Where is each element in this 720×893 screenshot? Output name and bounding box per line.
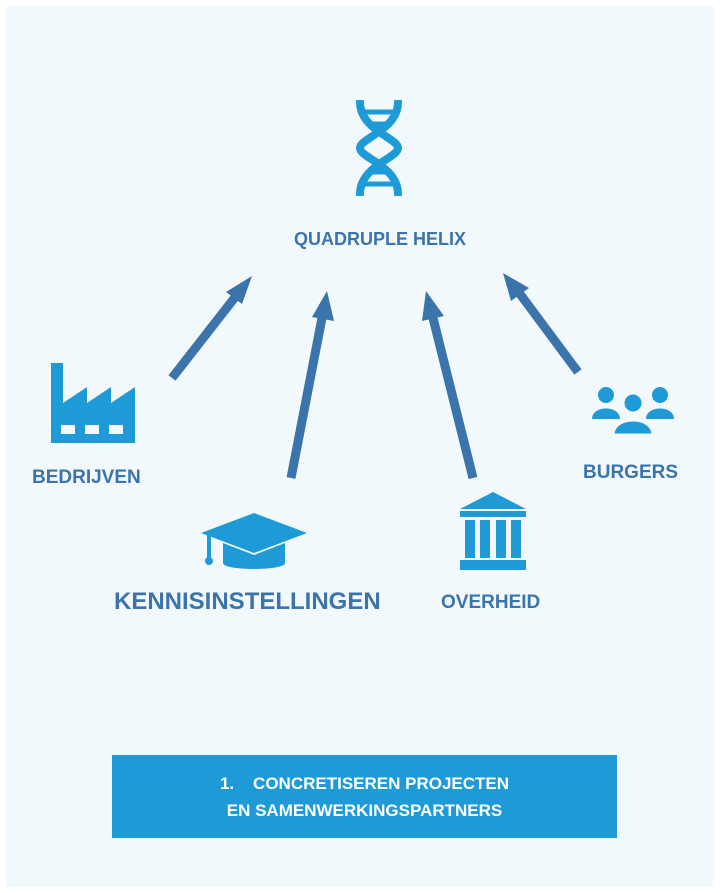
arrow-overheid (422, 291, 478, 480)
overheid-label: OVERHEID (441, 592, 541, 613)
arrow-burgers (503, 273, 582, 375)
people-group-icon (592, 387, 674, 435)
step-title-line2: EN SAMENWERKINGSPARTNERS (226, 800, 503, 820)
step-line-1: 1. CONCRETISEREN PROJECTEN (220, 770, 509, 797)
graduation-cap-icon (201, 513, 307, 569)
kennisinstellingen-label: KENNISINSTELLINGEN (114, 588, 381, 615)
burgers-label: BURGERS (583, 462, 679, 483)
step-number: 1. (219, 773, 235, 793)
bedrijven-label: BEDRIJVEN (32, 467, 141, 488)
arrow-kennisinstellingen (286, 291, 334, 479)
factory-icon (51, 363, 135, 443)
center-label: QUADRUPLE HELIX (293, 229, 466, 249)
step-title-line1: CONCRETISEREN PROJECTEN (253, 773, 510, 793)
government-building-icon (460, 492, 526, 570)
dna-icon (355, 100, 403, 196)
arrow-bedrijven (168, 276, 252, 381)
step-box: 1. CONCRETISEREN PROJECTEN EN SAMENWERKI… (112, 755, 617, 838)
